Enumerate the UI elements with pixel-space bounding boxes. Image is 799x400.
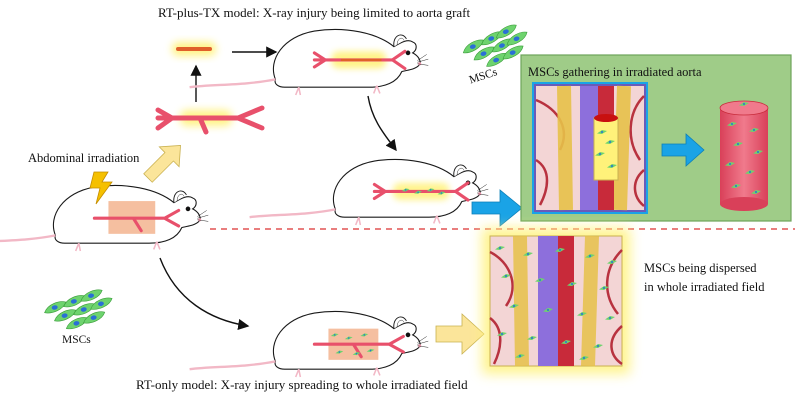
mouse-icon-whole-field bbox=[188, 310, 430, 379]
mscs-label-bottom: MSCs bbox=[62, 334, 91, 346]
green-panel bbox=[520, 54, 792, 222]
yellow-arrow-right bbox=[435, 313, 485, 355]
rt-only-title: RT-only model: X-ray injury spreading to… bbox=[136, 377, 468, 392]
msc-cluster-icon-bottom bbox=[42, 288, 115, 331]
arrow-curve-bottom-left bbox=[159, 257, 250, 330]
mouse-icon-graft-mscs bbox=[248, 158, 490, 227]
lightning-icon bbox=[89, 171, 113, 205]
mouse-icon-graft bbox=[188, 28, 430, 97]
arrow-curve-down bbox=[367, 95, 397, 152]
aorta-graft bbox=[155, 105, 265, 135]
blue-arrow-right bbox=[471, 189, 523, 227]
dispersed-label-line1: MSCs being dispersed bbox=[644, 261, 757, 275]
dispersed-field-image bbox=[482, 228, 630, 374]
aorta-graft-segment bbox=[172, 42, 216, 56]
rt-plus-tx-title: RT-plus-TX model: X-ray injury being lim… bbox=[158, 5, 471, 20]
abdominal-irradiation-label: Abdominal irradiation bbox=[28, 151, 140, 165]
yellow-arrow-up bbox=[143, 145, 181, 183]
mouse-icon-irradiated bbox=[0, 184, 210, 253]
dispersed-label-line2: in whole irradiated field bbox=[644, 280, 765, 294]
gathering-label: MSCs gathering in irradiated aorta bbox=[528, 65, 702, 79]
